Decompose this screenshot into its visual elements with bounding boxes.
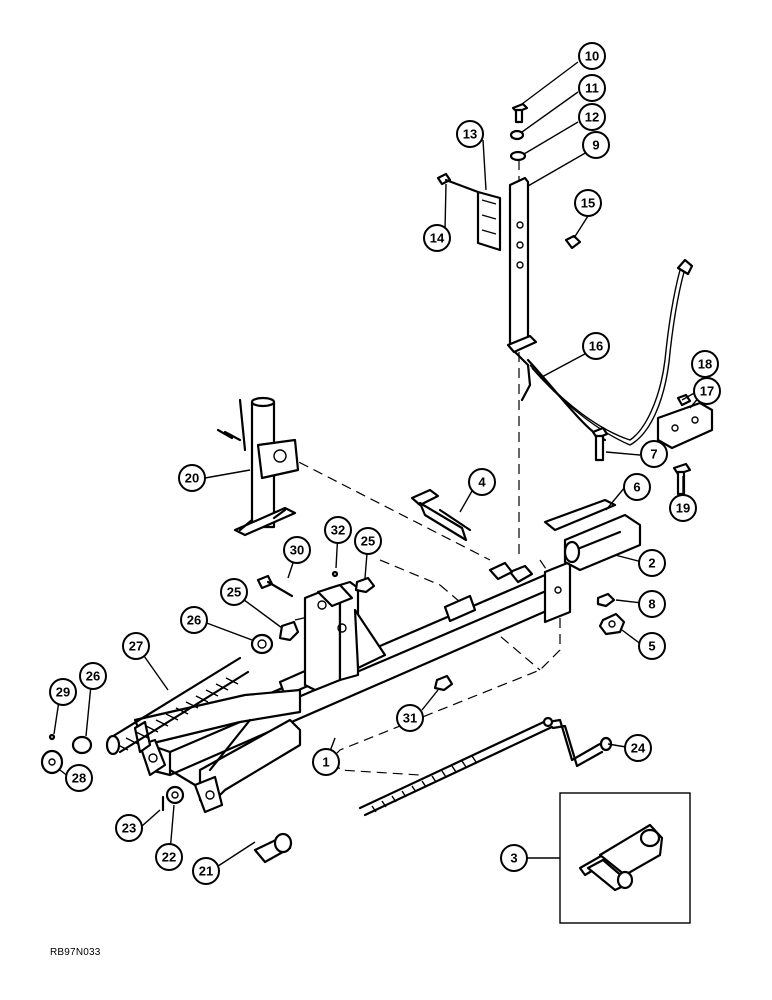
svg-text:23: 23 xyxy=(122,821,136,836)
svg-text:27: 27 xyxy=(129,639,143,654)
svg-text:25: 25 xyxy=(361,534,375,549)
svg-text:5: 5 xyxy=(648,639,655,654)
callout-1: 1 xyxy=(312,748,340,776)
callout-25-lower: 25 xyxy=(220,578,248,606)
callouts: 1 2 3 4 5 6 7 8 9 10 11 12 13 14 15 16 1… xyxy=(49,42,721,885)
svg-text:16: 16 xyxy=(589,339,603,354)
clevis-hitch xyxy=(410,488,642,636)
svg-text:22: 22 xyxy=(162,850,176,865)
svg-text:24: 24 xyxy=(631,741,646,756)
svg-text:12: 12 xyxy=(585,110,599,125)
callout-13: 13 xyxy=(456,120,484,148)
svg-text:15: 15 xyxy=(581,196,595,211)
callout-29: 29 xyxy=(49,678,77,706)
callout-10: 10 xyxy=(578,42,606,70)
safety-chain-stand xyxy=(436,102,714,496)
svg-text:21: 21 xyxy=(199,864,213,879)
callout-2: 2 xyxy=(638,549,666,577)
svg-text:30: 30 xyxy=(290,543,304,558)
parking-jack xyxy=(216,396,300,537)
svg-text:20: 20 xyxy=(185,471,199,486)
callout-19: 19 xyxy=(669,494,697,522)
callout-27: 27 xyxy=(122,632,150,660)
svg-text:11: 11 xyxy=(585,81,599,96)
callout-20: 20 xyxy=(178,464,206,492)
figure-reference-code: RB97N033 xyxy=(50,947,101,958)
callout-28: 28 xyxy=(65,764,93,792)
callout-22: 22 xyxy=(155,843,183,871)
svg-text:29: 29 xyxy=(56,685,70,700)
callout-18: 18 xyxy=(691,350,719,378)
svg-text:17: 17 xyxy=(700,384,714,399)
svg-text:4: 4 xyxy=(478,475,486,490)
callout-8: 8 xyxy=(638,590,666,618)
callout-3: 3 xyxy=(500,844,528,872)
callout-23: 23 xyxy=(115,814,143,842)
callout-5: 5 xyxy=(638,632,666,660)
svg-text:28: 28 xyxy=(72,771,86,786)
callout-15: 15 xyxy=(574,189,602,217)
inset-detail-box xyxy=(559,792,691,924)
callout-26-upper: 26 xyxy=(180,606,208,634)
svg-text:18: 18 xyxy=(698,357,712,372)
svg-text:31: 31 xyxy=(403,711,417,726)
svg-text:19: 19 xyxy=(676,501,690,516)
spring-bracket xyxy=(303,580,387,692)
callout-12: 12 xyxy=(578,103,606,131)
callout-21: 21 xyxy=(192,857,220,885)
svg-text:2: 2 xyxy=(648,556,655,571)
svg-text:14: 14 xyxy=(430,231,445,246)
svg-text:3: 3 xyxy=(510,851,517,866)
callout-17: 17 xyxy=(693,377,721,405)
callout-14: 14 xyxy=(423,224,451,252)
svg-text:32: 32 xyxy=(331,523,345,538)
callout-30: 30 xyxy=(283,536,311,564)
svg-text:7: 7 xyxy=(650,447,657,462)
svg-text:6: 6 xyxy=(633,480,640,495)
callout-26-lower: 26 xyxy=(79,662,107,690)
svg-text:25: 25 xyxy=(227,585,241,600)
callout-25-upper: 25 xyxy=(354,527,382,555)
svg-text:26: 26 xyxy=(187,613,201,628)
callout-9: 9 xyxy=(582,131,610,159)
callout-6: 6 xyxy=(623,473,651,501)
spring-hardware xyxy=(40,570,454,864)
callout-4: 4 xyxy=(468,468,496,496)
jack-crank-screw xyxy=(358,716,613,817)
callout-32: 32 xyxy=(324,516,352,544)
callout-24: 24 xyxy=(624,734,652,762)
callout-11: 11 xyxy=(578,74,606,102)
callout-31: 31 xyxy=(396,704,424,732)
svg-text:9: 9 xyxy=(592,138,599,153)
svg-text:8: 8 xyxy=(648,597,655,612)
callout-16: 16 xyxy=(582,332,610,360)
svg-text:1: 1 xyxy=(322,755,329,770)
svg-text:26: 26 xyxy=(86,669,100,684)
svg-text:13: 13 xyxy=(463,127,477,142)
svg-text:10: 10 xyxy=(585,49,599,64)
callout-7: 7 xyxy=(640,440,668,468)
